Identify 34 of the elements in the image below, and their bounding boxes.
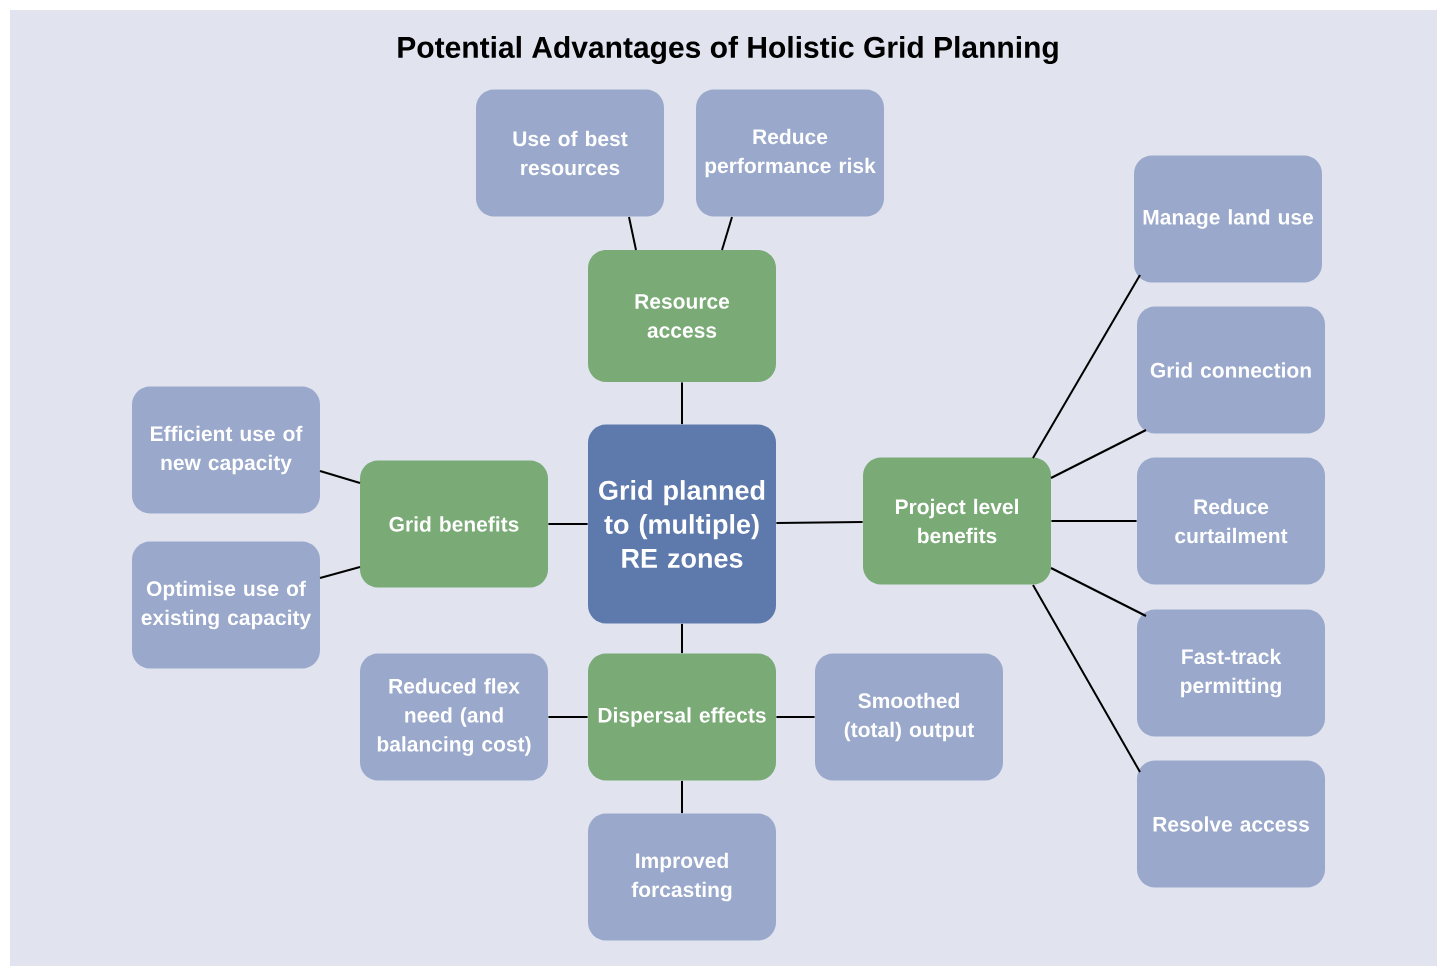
connector-line [681,381,683,426]
connector-line [319,470,361,484]
connector-line [681,622,683,655]
connector-line [681,779,683,815]
title: Potential Advantages of Holistic Grid Planning [398,35,1058,65]
benefit-box: Improved forcasting [588,813,776,941]
connector-line [547,523,589,525]
category-box: Resource access [588,250,776,382]
benefit-box: Optimise use of existing capacity [132,541,320,669]
benefit-box: Reduce performance risk [696,89,884,217]
connector-line [1050,520,1138,522]
connector-line [775,521,864,524]
category-box: Dispersal effects [588,653,776,781]
hub-box: Grid planned to (multiple) RE zones [588,424,776,624]
connector-line [319,566,361,579]
benefit-box: Reduce curtailment [1137,457,1325,585]
connector-line [1050,567,1147,617]
benefit-box: Reduced flex need (and balancing cost) [360,653,548,781]
benefit-box: Use of best resources [476,89,664,217]
benefit-box: Efficient use of new capacity [132,386,320,514]
benefit-box: Smoothed (total) output [815,653,1003,781]
connector-line [547,716,589,718]
category-box: Grid benefits [360,460,548,588]
connector-line [1032,274,1141,459]
connector-line [628,216,637,251]
connector-line [1050,429,1147,479]
benefit-box: Resolve access [1137,760,1325,888]
benefit-box: Fast-track permitting [1137,609,1325,737]
benefit-box: Grid connection [1137,306,1325,434]
connector-line [1032,584,1141,773]
category-box: Project level benefits [863,457,1051,585]
connector-line [775,716,816,718]
benefit-box: Manage land use [1134,155,1322,283]
connector-line [721,216,733,251]
